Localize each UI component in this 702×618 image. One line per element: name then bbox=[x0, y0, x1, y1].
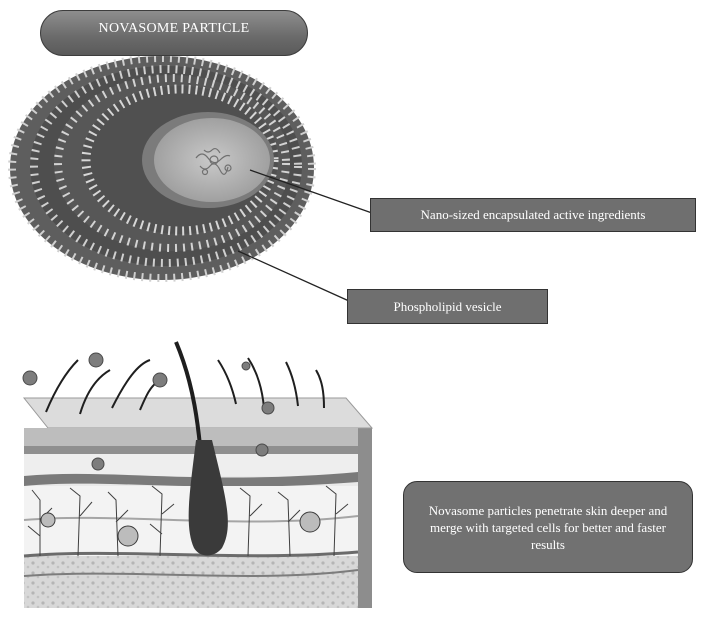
label-phospholipid-vesicle: Phospholipid vesicle bbox=[347, 289, 548, 324]
callout-penetration: Novasome particles penetrate skin deeper… bbox=[403, 481, 693, 573]
leader-line-vesicle bbox=[238, 251, 349, 301]
label-encapsulated-ingredients: Nano-sized encapsulated active ingredien… bbox=[370, 198, 696, 232]
diagram-title: NOVASOME PARTICLE bbox=[40, 10, 308, 56]
novasome-particle-icon bbox=[10, 56, 314, 280]
skin-cross-section-icon bbox=[23, 342, 372, 608]
